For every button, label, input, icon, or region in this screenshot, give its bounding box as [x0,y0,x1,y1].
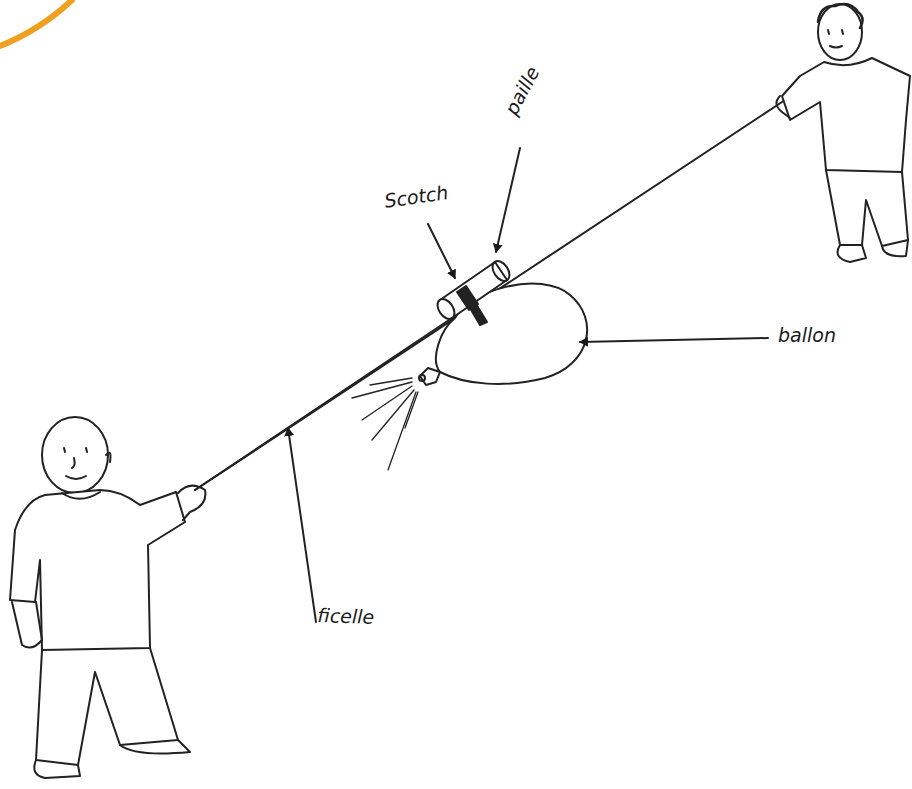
right-person [776,4,910,262]
part-label: ficelle [317,604,374,628]
string [195,100,785,490]
part-label: paille [500,63,543,119]
leader-line [428,224,455,278]
tape [457,286,487,325]
leader-line [288,428,316,622]
leader-line [496,148,520,252]
leader-line [580,338,768,342]
corner-arc [0,0,72,46]
left-person [10,417,205,778]
part-label: ballon [778,324,836,346]
string-through [195,318,452,490]
balloon [419,284,587,385]
air-jet [352,378,418,470]
part-label: Scotch [383,181,450,212]
